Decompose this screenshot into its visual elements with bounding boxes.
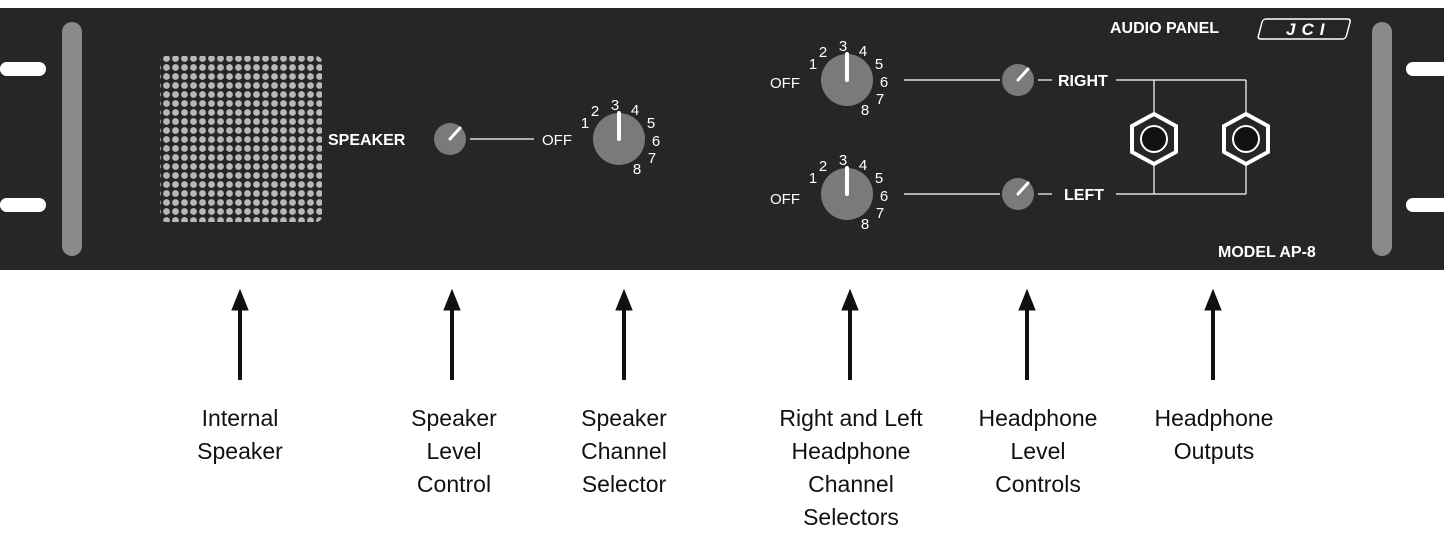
callout-line: Right and Left xyxy=(779,405,923,431)
left-handle[interactable] xyxy=(62,22,82,256)
left-mount-slots xyxy=(0,62,46,212)
left-off-label: OFF xyxy=(770,191,800,208)
right-label: RIGHT xyxy=(1058,73,1108,90)
arrow-headphone-outputs xyxy=(1204,288,1222,380)
internal-speaker-grille xyxy=(160,56,322,222)
dial-left-number: 5 xyxy=(875,170,883,187)
dial-speaker-number: 5 xyxy=(647,115,655,132)
callout-line: Control xyxy=(417,471,491,497)
dial-left-number: 2 xyxy=(819,158,827,175)
left-level-knob[interactable] xyxy=(1002,178,1034,210)
arrow-headphone-channel xyxy=(841,288,859,380)
arrow-speaker-channel xyxy=(615,288,633,380)
arrow-headphone-level xyxy=(1018,288,1036,380)
dial-speaker-number: 2 xyxy=(591,103,599,120)
dial-left-number: 8 xyxy=(861,216,869,233)
headphone-jack-2[interactable] xyxy=(1222,111,1270,167)
svg-text:JCI: JCI xyxy=(1286,20,1330,39)
callout-line: Headphone xyxy=(1155,405,1274,431)
dial-right-number: 7 xyxy=(876,91,884,108)
dial-speaker-number: 7 xyxy=(648,150,656,167)
panel-title: AUDIO PANEL xyxy=(1110,20,1219,37)
dial-right-number: 3 xyxy=(839,38,847,55)
dial-speaker-number: 6 xyxy=(652,133,660,150)
callout-line: Outputs xyxy=(1174,438,1255,464)
callout-line: Level xyxy=(1011,438,1066,464)
speaker-level-knob[interactable] xyxy=(434,123,466,155)
dial-left-number: 1 xyxy=(809,170,817,187)
callout-arrows xyxy=(231,288,1222,380)
callout-line: Headphone xyxy=(792,438,911,464)
callout-line: Selector xyxy=(582,471,667,497)
dial-speaker-number: 3 xyxy=(611,97,619,114)
callout-line: Headphone xyxy=(979,405,1098,431)
brand-logo: JCI xyxy=(1257,18,1351,40)
dial-right-number: 6 xyxy=(880,74,888,91)
callout-line: Speaker xyxy=(197,438,283,464)
callout-line: Speaker xyxy=(411,405,497,431)
speaker-label: SPEAKER xyxy=(328,132,406,149)
arrow-internal-speaker xyxy=(231,288,249,380)
left-channel-dial[interactable] xyxy=(821,166,873,220)
dial-left-number: 4 xyxy=(859,157,867,174)
dial-right-number: 4 xyxy=(859,43,867,60)
dial-left-number: 6 xyxy=(880,188,888,205)
right-channel-dial[interactable] xyxy=(821,52,873,106)
left-label: LEFT xyxy=(1064,187,1104,204)
speaker-channel-dial[interactable] xyxy=(593,111,645,165)
arrow-speaker-level xyxy=(443,288,461,380)
dial-right-number: 2 xyxy=(819,44,827,61)
dial-right-number: 1 xyxy=(809,56,817,73)
right-off-label: OFF xyxy=(770,75,800,92)
callout-line: Level xyxy=(427,438,482,464)
callout-line: Channel xyxy=(808,471,894,497)
headphone-jack-1[interactable] xyxy=(1130,111,1178,167)
dial-speaker-number: 1 xyxy=(581,115,589,132)
callout-line: Speaker xyxy=(581,405,667,431)
right-handle[interactable] xyxy=(1372,22,1392,256)
right-level-knob[interactable] xyxy=(1002,64,1034,96)
dial-speaker-number: 8 xyxy=(633,161,641,178)
callout-line: Controls xyxy=(995,471,1081,497)
right-mount-slots xyxy=(1406,62,1452,212)
dial-left-number: 7 xyxy=(876,205,884,222)
dial-speaker-number: 4 xyxy=(631,102,639,119)
callout-line: Selectors xyxy=(803,504,899,530)
callout-line: Internal xyxy=(202,405,279,431)
dial-right-number: 5 xyxy=(875,56,883,73)
callout-line: Channel xyxy=(581,438,667,464)
model-label: MODEL AP-8 xyxy=(1218,244,1316,261)
dial-right-number: 8 xyxy=(861,102,869,119)
speaker-off-label: OFF xyxy=(542,132,572,149)
dial-left-number: 3 xyxy=(839,152,847,169)
